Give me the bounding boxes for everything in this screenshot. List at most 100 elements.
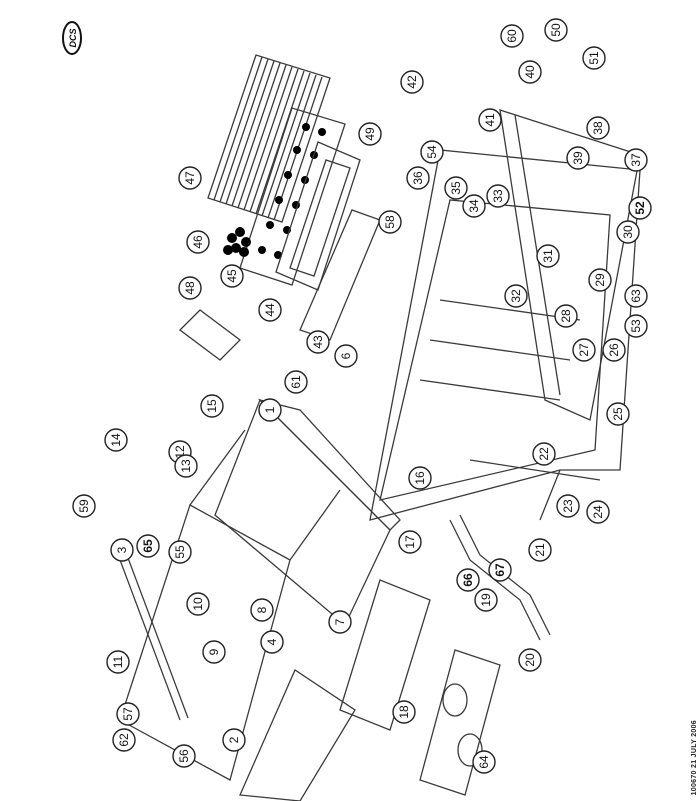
- callout-circle: [554, 304, 578, 328]
- callout-circle: [178, 166, 202, 190]
- callout-65: 65: [136, 534, 160, 558]
- callout-circle: [544, 18, 568, 42]
- dcs-logo: DCS: [62, 21, 82, 55]
- callout-number: 16: [413, 471, 427, 485]
- callout-number: 45: [225, 269, 239, 283]
- callout-circle: [174, 454, 198, 478]
- callout-number: 9: [207, 648, 221, 655]
- callout-number: 31: [541, 249, 555, 263]
- callout-circle: [112, 728, 136, 752]
- callout-number: 25: [611, 407, 625, 421]
- callout-circle: [628, 196, 652, 220]
- callout-48: 48: [178, 276, 202, 300]
- callout-number: 49: [363, 127, 377, 141]
- callout-number: 22: [537, 447, 551, 461]
- callout-61: 61: [284, 370, 308, 394]
- callout-15: 15: [200, 394, 224, 418]
- callout-circle: [456, 568, 480, 592]
- callout-circle: [186, 592, 210, 616]
- callout-number: 18: [397, 705, 411, 719]
- callout-21: 21: [528, 538, 552, 562]
- callout-circle: [486, 184, 510, 208]
- burner-plate: [419, 649, 501, 796]
- callout-51: 51: [582, 46, 606, 70]
- callout-14: 14: [104, 428, 128, 452]
- callout-number: 34: [467, 199, 481, 213]
- callout-circle: [532, 442, 556, 466]
- callout-7: 7: [328, 610, 352, 634]
- callout-circle: [334, 344, 358, 368]
- callout-number: 26: [607, 343, 621, 357]
- callout-circle: [258, 298, 282, 322]
- callout-number: 7: [333, 618, 347, 625]
- callout-27: 27: [572, 338, 596, 362]
- callout-46: 46: [186, 230, 210, 254]
- callout-25: 25: [606, 402, 630, 426]
- callout-circle: [306, 330, 330, 354]
- callout-number: 37: [629, 153, 643, 167]
- callout-29: 29: [588, 268, 612, 292]
- callout-number: 67: [493, 563, 507, 577]
- callout-circle: [110, 538, 134, 562]
- callout-number: 6: [339, 352, 353, 359]
- callout-number: 4: [265, 638, 279, 645]
- callout-37: 37: [624, 148, 648, 172]
- callout-42: 42: [400, 70, 424, 94]
- firebox-body: [369, 149, 641, 521]
- callout-9: 9: [202, 640, 226, 664]
- callout-35: 35: [444, 176, 468, 200]
- callout-circle: [444, 176, 468, 200]
- callout-number: 11: [111, 655, 125, 668]
- callout-number: 38: [591, 121, 605, 135]
- callout-47: 47: [178, 166, 202, 190]
- callout-circle: [488, 558, 512, 582]
- callout-number: 33: [491, 189, 505, 203]
- callout-1: 1: [258, 398, 282, 422]
- callout-circle: [624, 284, 648, 308]
- callout-13: 13: [174, 454, 198, 478]
- callout-28: 28: [554, 304, 578, 328]
- callout-number: 65: [141, 539, 155, 553]
- callout-number: 35: [449, 181, 463, 195]
- callout-number: 43: [311, 335, 325, 349]
- callout-circle: [172, 744, 196, 768]
- callout-3: 3: [110, 538, 134, 562]
- callout-40: 40: [518, 60, 542, 84]
- callout-64: 64: [472, 750, 496, 774]
- callout-number: 63: [629, 289, 643, 303]
- callout-circle: [378, 210, 402, 234]
- callout-number: 66: [461, 573, 475, 587]
- callout-34: 34: [462, 194, 486, 218]
- cart-frame: [119, 429, 341, 781]
- callout-number: 10: [191, 597, 205, 611]
- callout-number: 36: [411, 171, 425, 185]
- callout-number: 42: [405, 75, 419, 89]
- callout-number: 44: [263, 303, 277, 317]
- callout-44: 44: [258, 298, 282, 322]
- callout-circle: [586, 116, 610, 140]
- grill-grate: [207, 54, 331, 223]
- callout-number: 53: [629, 319, 643, 333]
- callout-18: 18: [392, 700, 416, 724]
- callout-number: 51: [587, 51, 601, 65]
- callout-number: 62: [117, 733, 131, 747]
- callout-circle: [478, 108, 502, 132]
- callout-22: 22: [532, 442, 556, 466]
- callout-19: 19: [474, 588, 498, 612]
- callout-circle: [420, 140, 444, 164]
- callout-circle: [556, 494, 580, 518]
- callout-circle: [472, 750, 496, 774]
- callout-59: 59: [72, 494, 96, 518]
- callout-58: 58: [378, 210, 402, 234]
- callout-circle: [602, 338, 626, 362]
- callout-26: 26: [602, 338, 626, 362]
- callout-56: 56: [172, 744, 196, 768]
- callout-43: 43: [306, 330, 330, 354]
- revision-date-stamp: 100670 21 JULY 2006: [691, 720, 698, 795]
- callout-53: 53: [624, 314, 648, 338]
- callout-54: 54: [420, 140, 444, 164]
- callout-6: 6: [334, 344, 358, 368]
- callout-33: 33: [486, 184, 510, 208]
- callout-39: 39: [566, 146, 590, 170]
- callout-circle: [392, 700, 416, 724]
